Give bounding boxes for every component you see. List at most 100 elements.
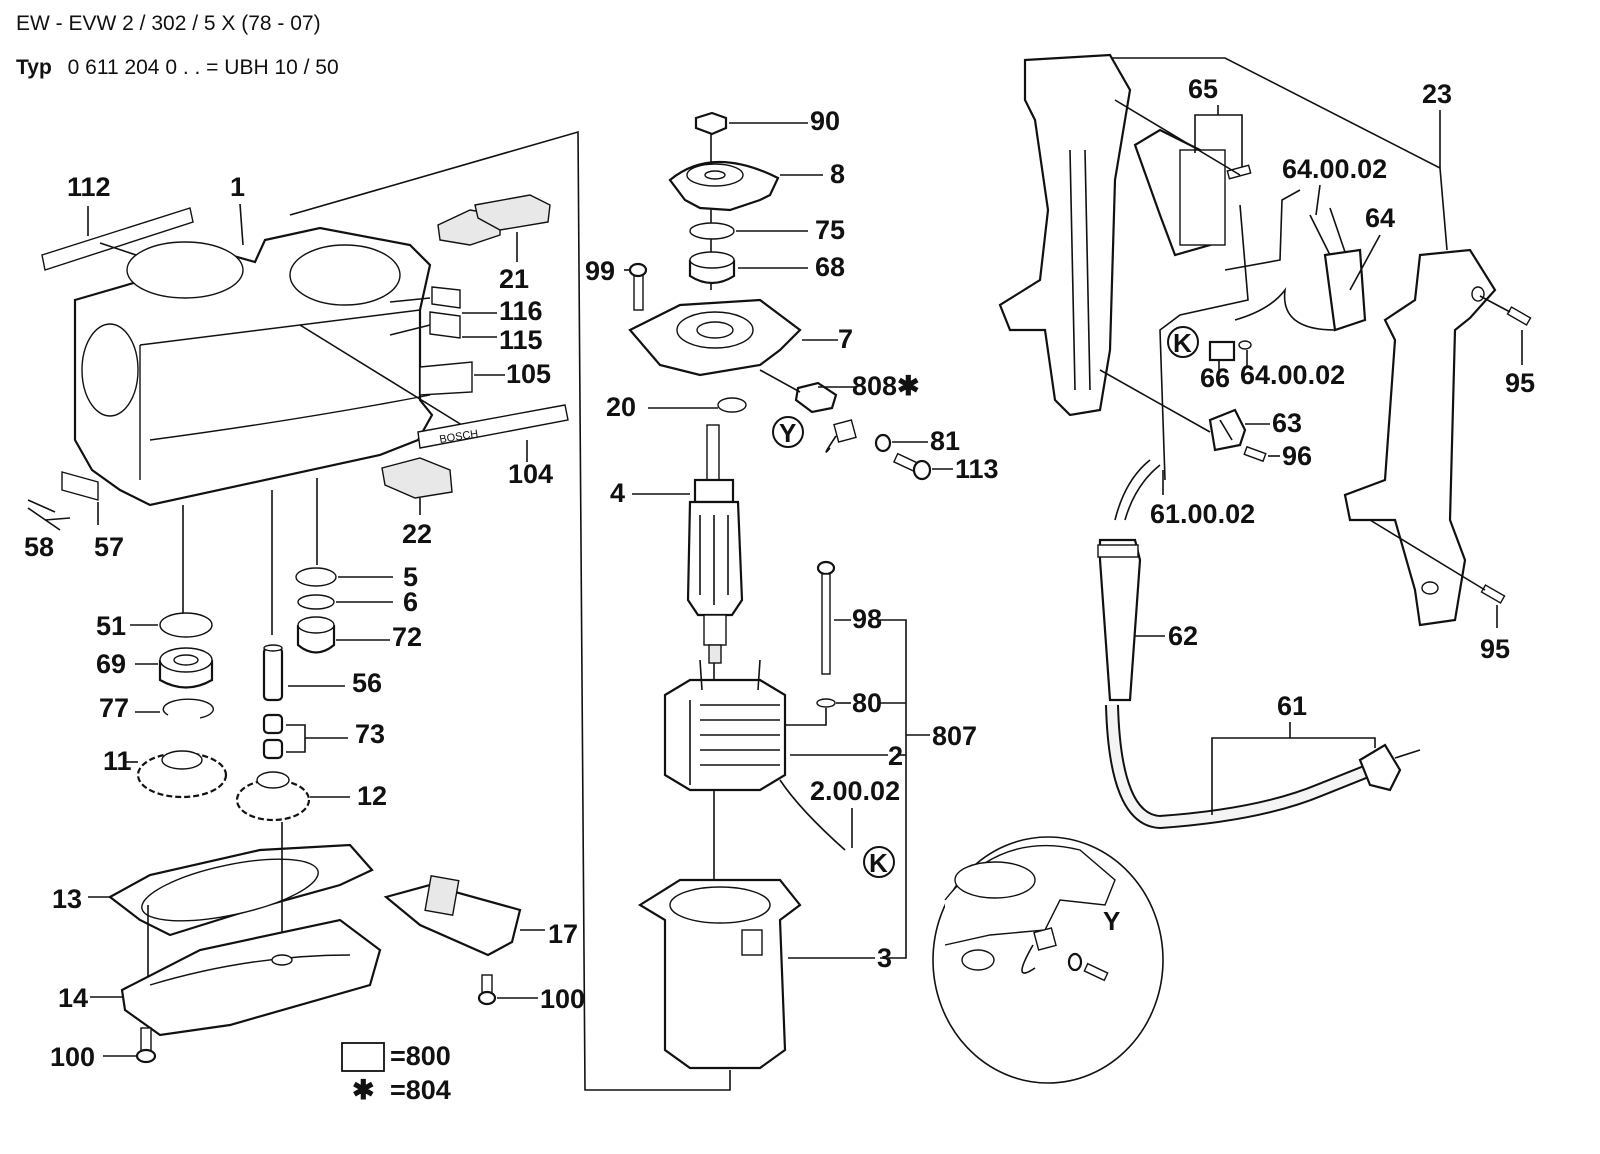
part-21-blocks [437,194,551,246]
label-6: 6 [403,587,418,617]
part-51-seal [159,612,213,638]
label-58: 58 [24,532,54,562]
label-23: 23 [1422,79,1452,109]
label-75: 75 [815,215,845,245]
part-56-pin [262,644,284,702]
label-808: 808✱ [852,371,920,401]
marker-y-circle [772,416,804,448]
legend-star-meaning: =804 [390,1075,451,1105]
detail-view-y [932,836,1164,1084]
part-116-plate [431,286,461,309]
part-73-bushing-b [262,738,284,760]
label-63: 63 [1272,408,1302,438]
leader-808-shield [759,369,801,393]
part-73-bushing-a [262,713,284,735]
label-100-right: 100 [540,984,585,1014]
label-22: 22 [402,519,432,549]
label-64-00-02-bottom: 64.00.02 [1240,360,1345,390]
legend-box-symbol [341,1042,385,1072]
label-113: 113 [955,454,999,484]
brush-wire [825,435,837,453]
part-58-screw-b [44,517,71,521]
label-1: 1 [230,172,245,202]
label-65: 65 [1188,74,1218,104]
cord-wires-b [1124,464,1161,521]
part-58-screw-a [27,499,56,513]
leader-1 [239,203,244,246]
label-61-00-02: 61.00.02 [1150,499,1255,529]
label-61: 61 [1277,691,1307,721]
label-77: 77 [99,693,129,723]
label-95-upper: 95 [1505,368,1535,398]
leader-115-housing [389,324,431,336]
part-81-washer [874,433,892,453]
label-4: 4 [610,478,625,508]
leader-116-housing [389,297,431,303]
part-5-washer [295,567,337,587]
part-96-screw [1243,445,1267,463]
label-105: 105 [506,359,551,389]
label-99: 99 [585,256,615,286]
label-66: 66 [1200,363,1230,393]
part-808-carbon-brush [794,381,838,414]
part-98-screw [816,560,836,675]
part-80-washer [816,698,836,708]
label-96: 96 [1282,441,1312,471]
part-61-cable-plug [1105,704,1421,830]
part-95-screw-lower [1480,584,1506,604]
label-62: 62 [1168,621,1198,651]
part-77-circlip [162,698,214,719]
label-5: 5 [403,562,418,592]
housing-group-bracket [289,130,731,1091]
part-75-ring [689,222,735,240]
part-72-bearing [296,616,336,654]
marker-k-label-handle: K [1173,328,1192,358]
leader-64-00-02-top [1315,184,1321,216]
handle-group-bracket [1110,57,1448,251]
bracket-61 [1211,737,1376,815]
part-17-cover [383,875,522,957]
leader-64 [1349,234,1381,291]
part-105-label [419,361,473,396]
part-brush-terminal [833,419,857,443]
label-13: 13 [52,884,82,914]
label-73: 73 [355,719,385,749]
label-90: 90 [810,106,840,136]
part-66-terminal [1208,340,1236,362]
part-112-strip [41,207,194,271]
part-69-bearing [158,647,214,689]
part-20-spring [717,397,747,413]
part-23-handle-half-right [1343,248,1497,627]
part-65-switch [1133,128,1226,257]
part-68-bearing [688,251,736,285]
leader-58 [27,507,61,531]
part-handle-half-left [998,53,1132,417]
switch-wire-a [1224,189,1301,271]
label-98: 98 [852,604,882,634]
part-4-armature [686,424,744,664]
part-115-plate [429,311,461,339]
label-81: 81 [930,426,960,456]
part-1-housing [73,226,434,507]
part-3-motor-housing [637,878,802,1070]
capacitor-leads [1234,287,1336,331]
part-7-end-shield [628,298,802,377]
label-57: 57 [94,532,124,562]
marker-k-label-motor: K [869,848,888,878]
part-64-capacitor [1309,207,1367,332]
part-57-plate [61,471,99,501]
type-number: 0 611 204 0 . . = UBH 10 / 50 [67,56,339,79]
label-80: 80 [852,688,882,718]
label-100-left: 100 [50,1042,95,1072]
part-8-fan [668,160,780,212]
type-label: Typ [16,56,52,79]
part-13-gasket [107,843,374,937]
part-63-cord-clamp [1208,408,1247,452]
part-90-nut [694,111,728,136]
label-72: 72 [392,622,422,652]
part-95-screw-upper [1506,306,1532,326]
label-17: 17 [548,919,578,949]
label-14: 14 [58,983,88,1013]
type-line: Typ 0 611 204 0 . . = UBH 10 / 50 [16,56,339,80]
